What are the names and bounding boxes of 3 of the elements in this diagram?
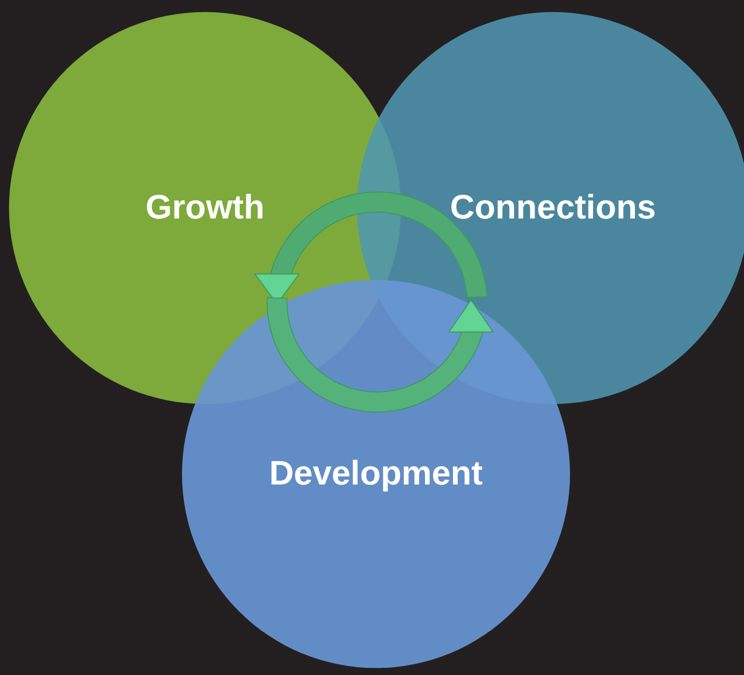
circle-label: Connections bbox=[450, 188, 656, 228]
circle-label: Development bbox=[269, 454, 483, 494]
circle-label: Growth bbox=[146, 188, 264, 228]
